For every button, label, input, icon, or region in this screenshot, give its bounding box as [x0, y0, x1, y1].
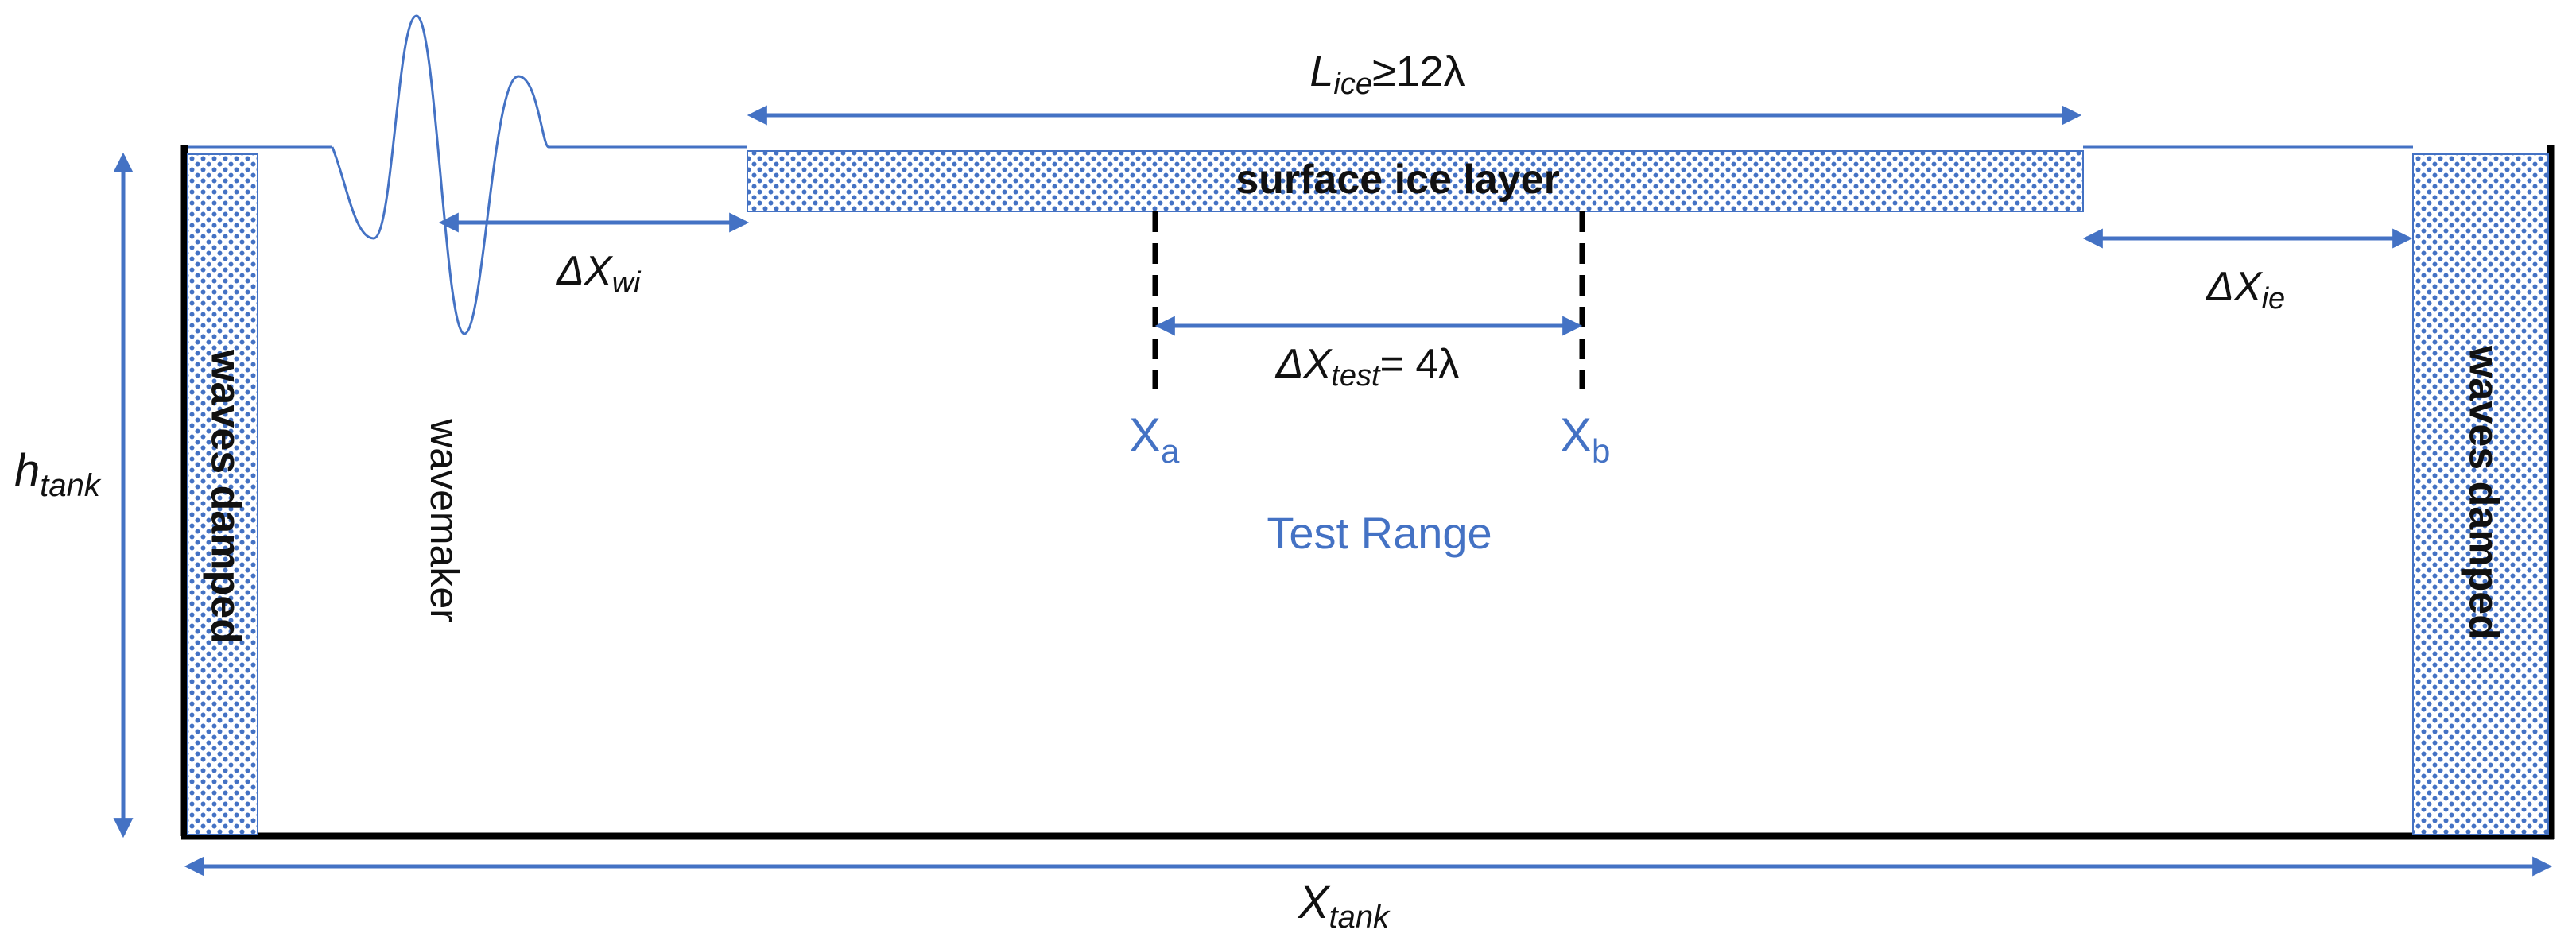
xa-label: Xa [1129, 409, 1180, 470]
l-ice-label: Lice≥12λ [1309, 48, 1465, 101]
damper-left [187, 153, 258, 835]
xb-label: Xb [1560, 409, 1610, 470]
surface-ice-layer [747, 150, 2084, 212]
test-range-label: Test Range [1267, 508, 1492, 558]
dx-ie-label: ΔXie [2205, 264, 2285, 316]
surface-ice-layer-label: surface ice layer [1236, 157, 1560, 203]
damper-left-label: waves damped [202, 349, 248, 644]
h-tank-label: htank [14, 445, 102, 503]
damper-right-label: waves damped [2460, 345, 2506, 640]
damper-right [2412, 153, 2549, 835]
wavemaker-label: wavemaker [422, 418, 467, 622]
x-tank-label: Xtank [1297, 877, 1391, 935]
dx-test-label: ΔXtest= 4λ [1274, 341, 1460, 393]
wavemaker-wave [331, 14, 550, 335]
dx-wi-label: ΔXwi [555, 248, 642, 300]
